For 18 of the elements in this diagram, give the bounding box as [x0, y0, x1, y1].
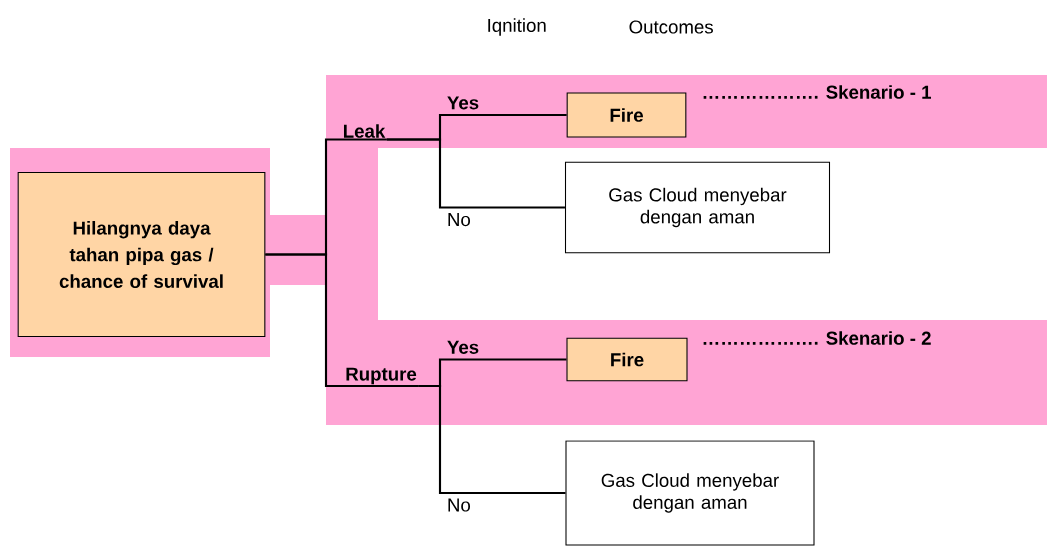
column-heading: Outcomes	[629, 20, 713, 34]
event-box: Fire	[566, 337, 688, 382]
edge-label: Yes	[447, 340, 479, 354]
branch-label: Leak	[344, 124, 386, 138]
edge-label: Yes	[447, 96, 479, 110]
column-heading: Iqnition	[488, 18, 546, 36]
event-box: Fire	[566, 92, 687, 138]
branch-label: Rupture	[346, 367, 417, 385]
branch-line	[418, 384, 566, 495]
scenario-label: ………………. Skenario - 2	[703, 331, 931, 345]
scenario-label: ………………. Skenario - 1	[703, 85, 931, 99]
event-box: Gas Cloud menyebar dengan aman	[565, 440, 815, 546]
event-box: Gas Cloud menyebar dengan aman	[564, 161, 831, 254]
edge-label: No	[448, 213, 470, 227]
branch-line	[265, 253, 419, 387]
initiating-event-box: Hilangnya daya tahan pipa gas / chance of survival	[17, 171, 266, 338]
branch-line	[386, 138, 565, 209]
edge-label: No	[448, 498, 470, 512]
